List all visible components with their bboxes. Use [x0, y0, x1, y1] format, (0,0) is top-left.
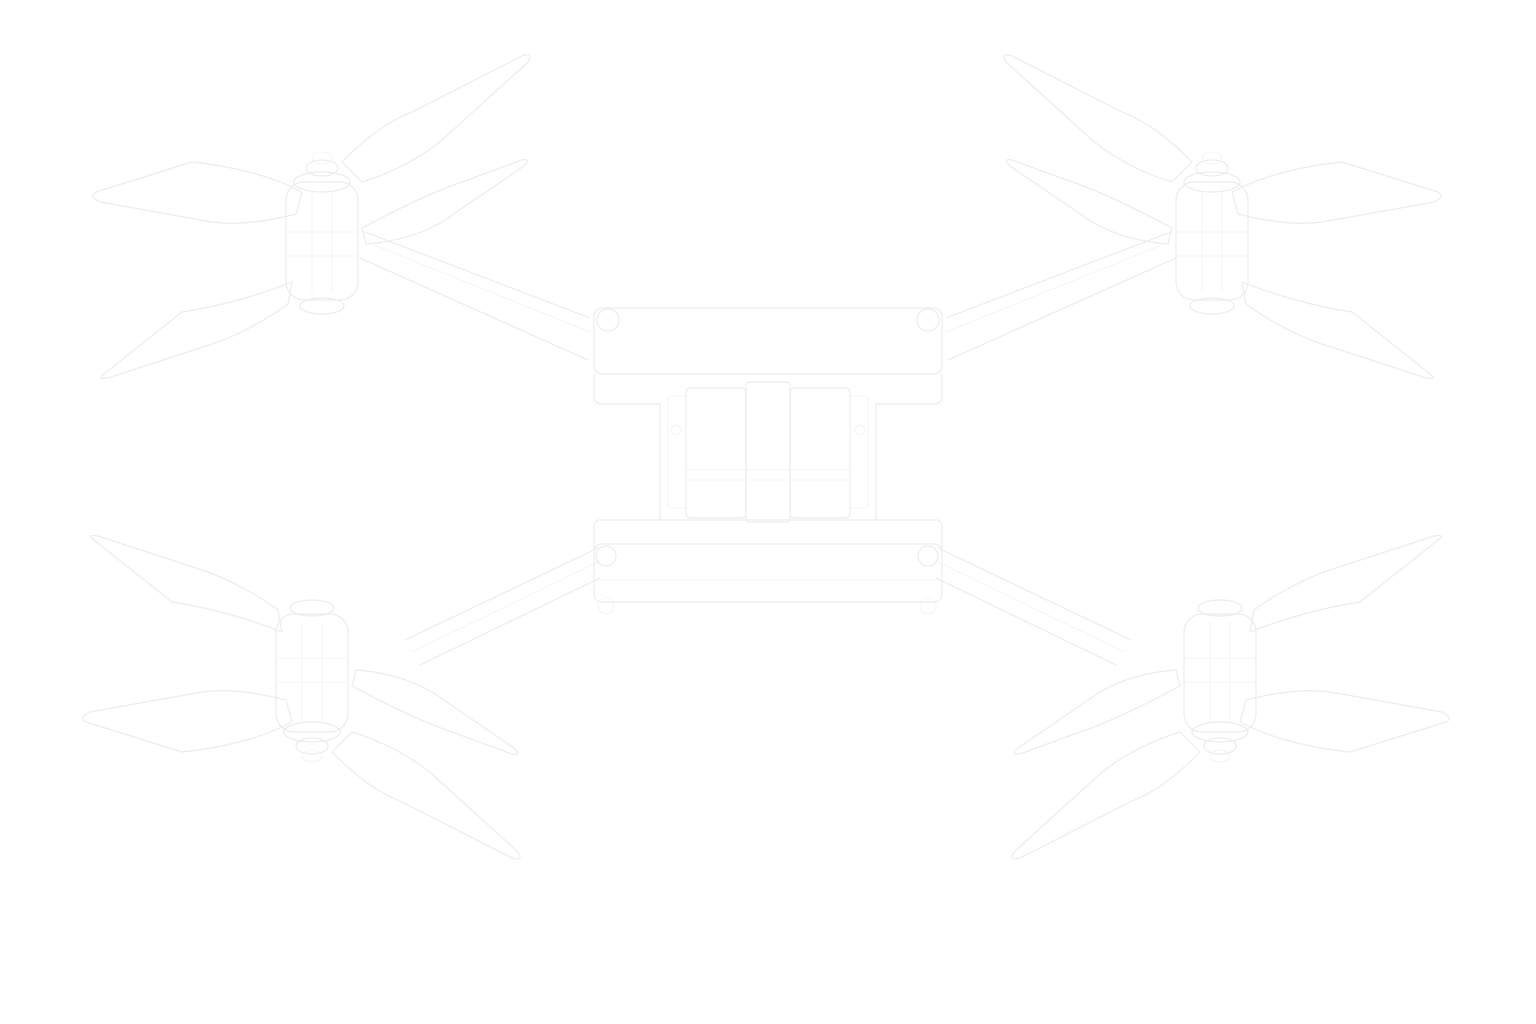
propeller-blade-front-left-4	[361, 159, 529, 245]
propeller-front-left	[92, 54, 531, 380]
arm-front-right	[945, 231, 1177, 361]
rear-crossbar	[593, 519, 943, 615]
motor-rear-right	[1183, 599, 1257, 763]
propeller-blade-front-right-2	[1231, 161, 1442, 224]
propeller-blade-rear-right-4	[1013, 669, 1181, 755]
propeller-blade-front-right-4	[1005, 159, 1173, 245]
central-body	[667, 381, 869, 523]
propeller-blade-rear-right-2	[1239, 690, 1450, 753]
propeller-blade-front-right-1	[1003, 54, 1193, 183]
propeller-blade-rear-left-2	[82, 690, 293, 753]
motor-front-right	[1175, 151, 1249, 315]
propeller-blade-front-right-3	[1241, 281, 1434, 380]
propeller-blade-rear-left-1	[331, 731, 521, 860]
drone-frame	[359, 231, 1177, 666]
propeller-blade-rear-left-4	[351, 669, 519, 755]
propeller-blade-front-left-2	[92, 161, 303, 224]
rotor-rear-right	[1011, 534, 1450, 860]
rotor-front-right	[1003, 54, 1442, 380]
rotor-assemblies	[82, 54, 1450, 860]
propeller-blade-rear-left-3	[90, 534, 283, 633]
propeller-blade-front-left-1	[341, 54, 531, 183]
arm-front-left	[359, 231, 591, 361]
front-crossbar	[593, 307, 943, 521]
propeller-front-right	[1003, 54, 1442, 380]
arm-rear-right	[935, 547, 1132, 666]
arm-rear-left	[404, 547, 601, 666]
rotor-front-left	[92, 54, 531, 380]
propeller-blade-rear-right-3	[1249, 534, 1442, 633]
propeller-rear-left	[82, 534, 521, 860]
motor-front-left	[285, 151, 359, 315]
rotor-rear-left	[82, 534, 521, 860]
propeller-blade-rear-right-1	[1011, 731, 1201, 860]
propeller-blade-front-left-3	[100, 281, 293, 380]
motor-rear-left	[275, 599, 349, 763]
propeller-rear-right	[1011, 534, 1450, 860]
